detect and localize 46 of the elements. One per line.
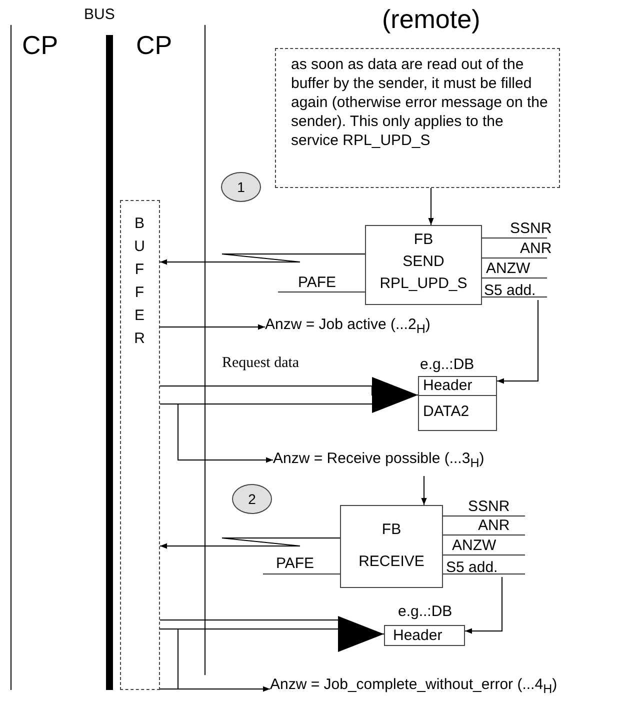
data-block-header: Header xyxy=(384,625,465,646)
status-text: Anzw = Receive possible (...3$_{H}$) xyxy=(273,450,573,476)
note-box: as soon as data are read out of the buffer by the sender, it must be filled again (otherwise error message on the sender). This only applies to the service RPL_UPD_S xyxy=(275,48,560,188)
parameter-label: ANR xyxy=(478,517,510,534)
signal-arrow xyxy=(160,538,340,549)
bus-label: BUS xyxy=(84,6,115,23)
arrow xyxy=(464,576,502,634)
arrow xyxy=(428,188,434,226)
parameter-label: SSNR xyxy=(510,220,552,237)
parameter-label: ANZW xyxy=(452,537,496,554)
block-caption: e.g..:DB xyxy=(398,603,452,620)
arrow xyxy=(421,476,427,506)
parameter-label: PAFE xyxy=(298,274,336,291)
function-block xyxy=(365,225,482,305)
block-text: FB xyxy=(380,520,402,540)
vertical-text: BUFFER xyxy=(131,215,148,353)
signal-arrow xyxy=(160,254,366,265)
transfer-arrow xyxy=(160,377,418,413)
arrow xyxy=(160,686,270,692)
participant-label: (remote) xyxy=(382,4,480,35)
parameter-label: SSNR xyxy=(468,498,510,515)
block-text: RECEIVE xyxy=(358,552,426,572)
function-block xyxy=(340,505,443,588)
block-text: FB xyxy=(412,230,434,250)
parameter-label: PAFE xyxy=(276,555,314,572)
block-text: RPL_UPD_S xyxy=(378,274,468,294)
arrow xyxy=(160,404,274,463)
parameter-label: ANZW xyxy=(486,260,530,277)
step-number: 1 xyxy=(221,172,261,202)
parameter-label: S5 add. xyxy=(484,282,548,300)
block-text: SEND xyxy=(402,252,446,272)
data-block-header: Header xyxy=(418,376,497,396)
block-caption: e.g..:DB xyxy=(420,356,474,373)
data-block: DATA2 xyxy=(418,395,497,431)
step-number: 2 xyxy=(232,484,272,514)
participant-label: CP xyxy=(22,30,58,61)
arrow xyxy=(496,300,538,384)
status-text: Anzw = Job active (...2$_{H}$) xyxy=(265,316,525,340)
parameter-label: S5 add. xyxy=(446,559,510,577)
buffer-box xyxy=(120,200,160,690)
edge-label: Request data xyxy=(222,355,300,372)
parameter-label: ANR xyxy=(520,240,552,257)
transfer-arrow xyxy=(160,616,384,652)
participant-label: CP xyxy=(136,30,172,61)
status-text: Anzw = Job_complete_without_error (...4$_{H}$) xyxy=(270,676,640,702)
arrow xyxy=(160,324,266,330)
